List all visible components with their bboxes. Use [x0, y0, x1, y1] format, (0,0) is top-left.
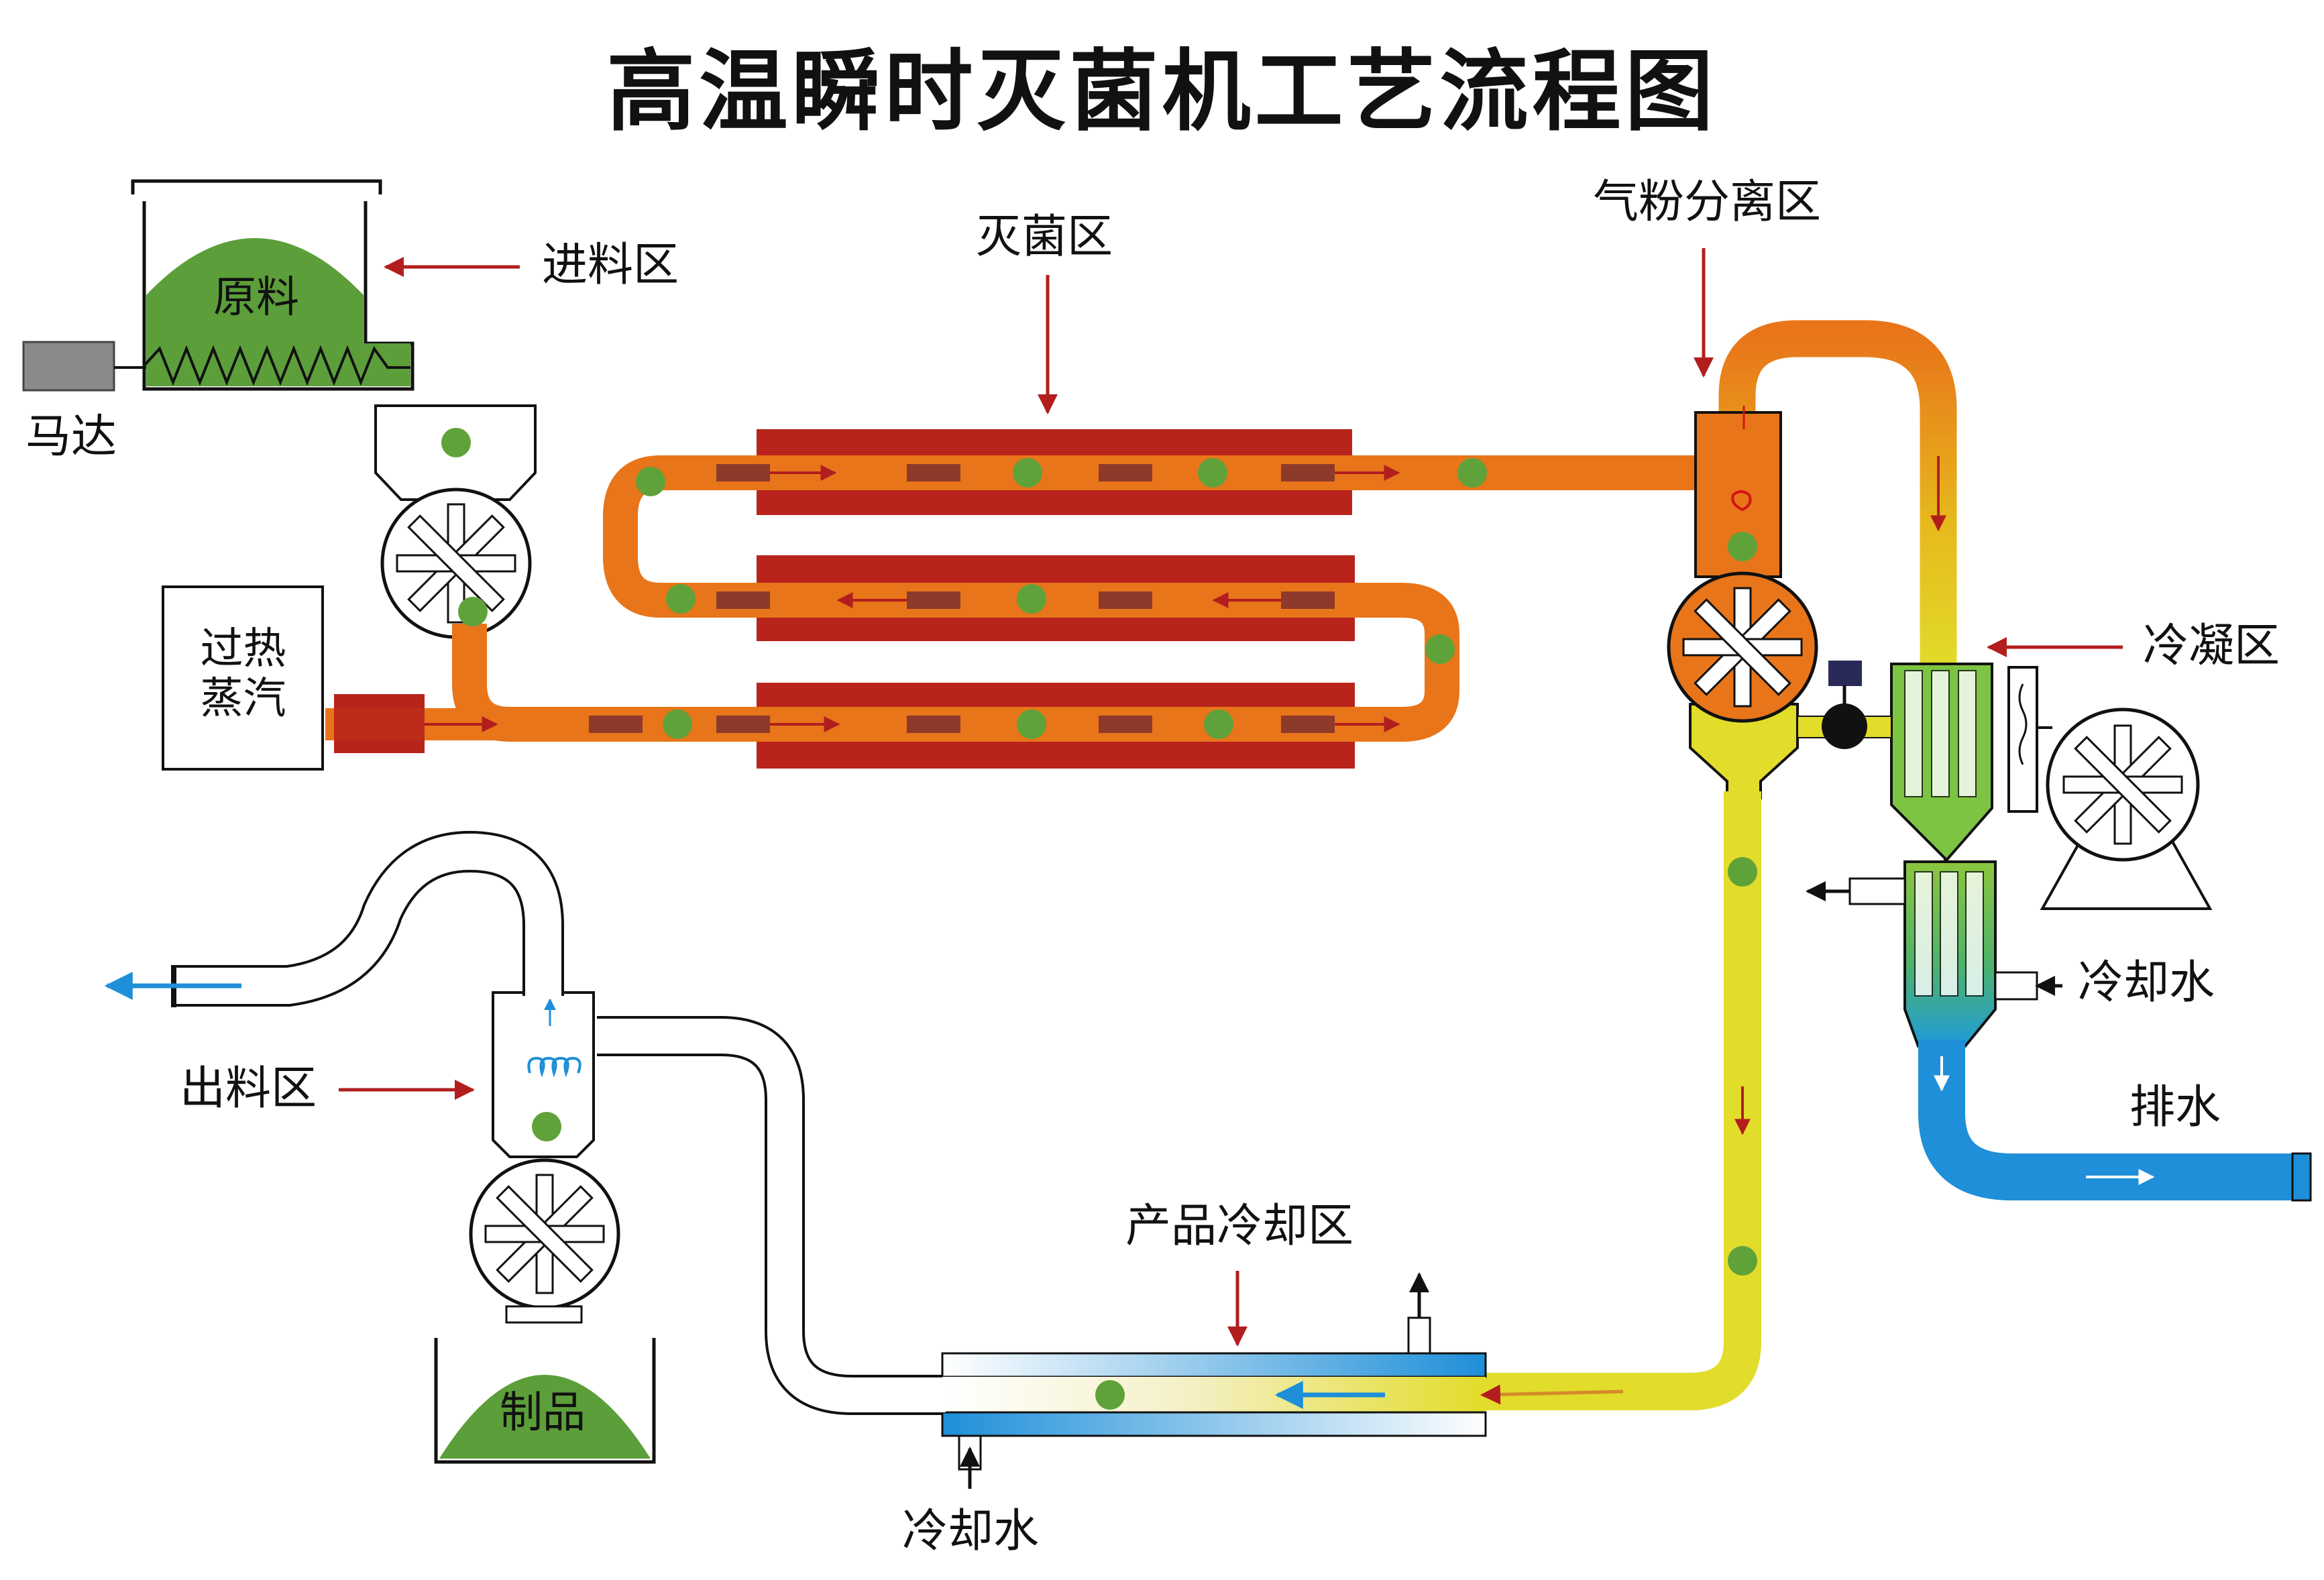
- flow-arrows-sterilization: [425, 465, 1400, 732]
- label-product-cooling-zone: 产品冷却区: [1125, 1200, 1354, 1253]
- label-condensation-zone: 冷凝区: [2143, 620, 2280, 673]
- label-sterilization-zone: 灭菌区: [976, 211, 1113, 264]
- label-cooling-water-right: 冷却水: [2078, 956, 2215, 1009]
- vortex-coil: [1731, 490, 1752, 512]
- cooling-pipe: [1482, 791, 1761, 1410]
- label-raw-material: 原料: [213, 273, 299, 323]
- label-discharge-zone: 出料区: [180, 1062, 317, 1115]
- feed-hopper: [131, 179, 414, 391]
- superheated-steam-box: [162, 585, 324, 771]
- product-cooler: [941, 1272, 1487, 1489]
- label-steam-line2: 蒸汽: [200, 673, 286, 724]
- separation-riser: [1718, 320, 1957, 671]
- heater-slots: [589, 464, 1335, 733]
- label-separation-zone: 气粉分离区: [1593, 176, 1822, 229]
- vacuum-pump: [2007, 666, 2213, 910]
- label-feed-zone: 进料区: [542, 239, 679, 292]
- cyclone-separator: [1667, 406, 1818, 799]
- raw-material-pile: [146, 238, 364, 343]
- particles: [441, 428, 1757, 1410]
- label-drain: 排水: [2129, 1081, 2221, 1134]
- screw-conveyor: [143, 345, 410, 386]
- product-bin: [434, 1338, 656, 1464]
- label-cooling-water-bottom: 冷却水: [902, 1505, 1040, 1558]
- drain-pipe: [1918, 1039, 2311, 1200]
- discharge-cyclone: [469, 991, 620, 1324]
- page-title: 高温瞬时灭菌机工艺流程图: [606, 40, 1718, 144]
- label-steam-line1: 过热: [200, 624, 286, 674]
- valve: [1822, 703, 1867, 749]
- label-motor: 马达: [25, 410, 117, 463]
- condenser: [1890, 663, 1997, 1048]
- label-product: 制品: [500, 1388, 586, 1438]
- discharge-coil: [527, 1056, 582, 1078]
- motor: [22, 341, 115, 392]
- product-pile: [439, 1375, 651, 1459]
- label-superheated-steam: 过热 蒸汽: [184, 624, 302, 724]
